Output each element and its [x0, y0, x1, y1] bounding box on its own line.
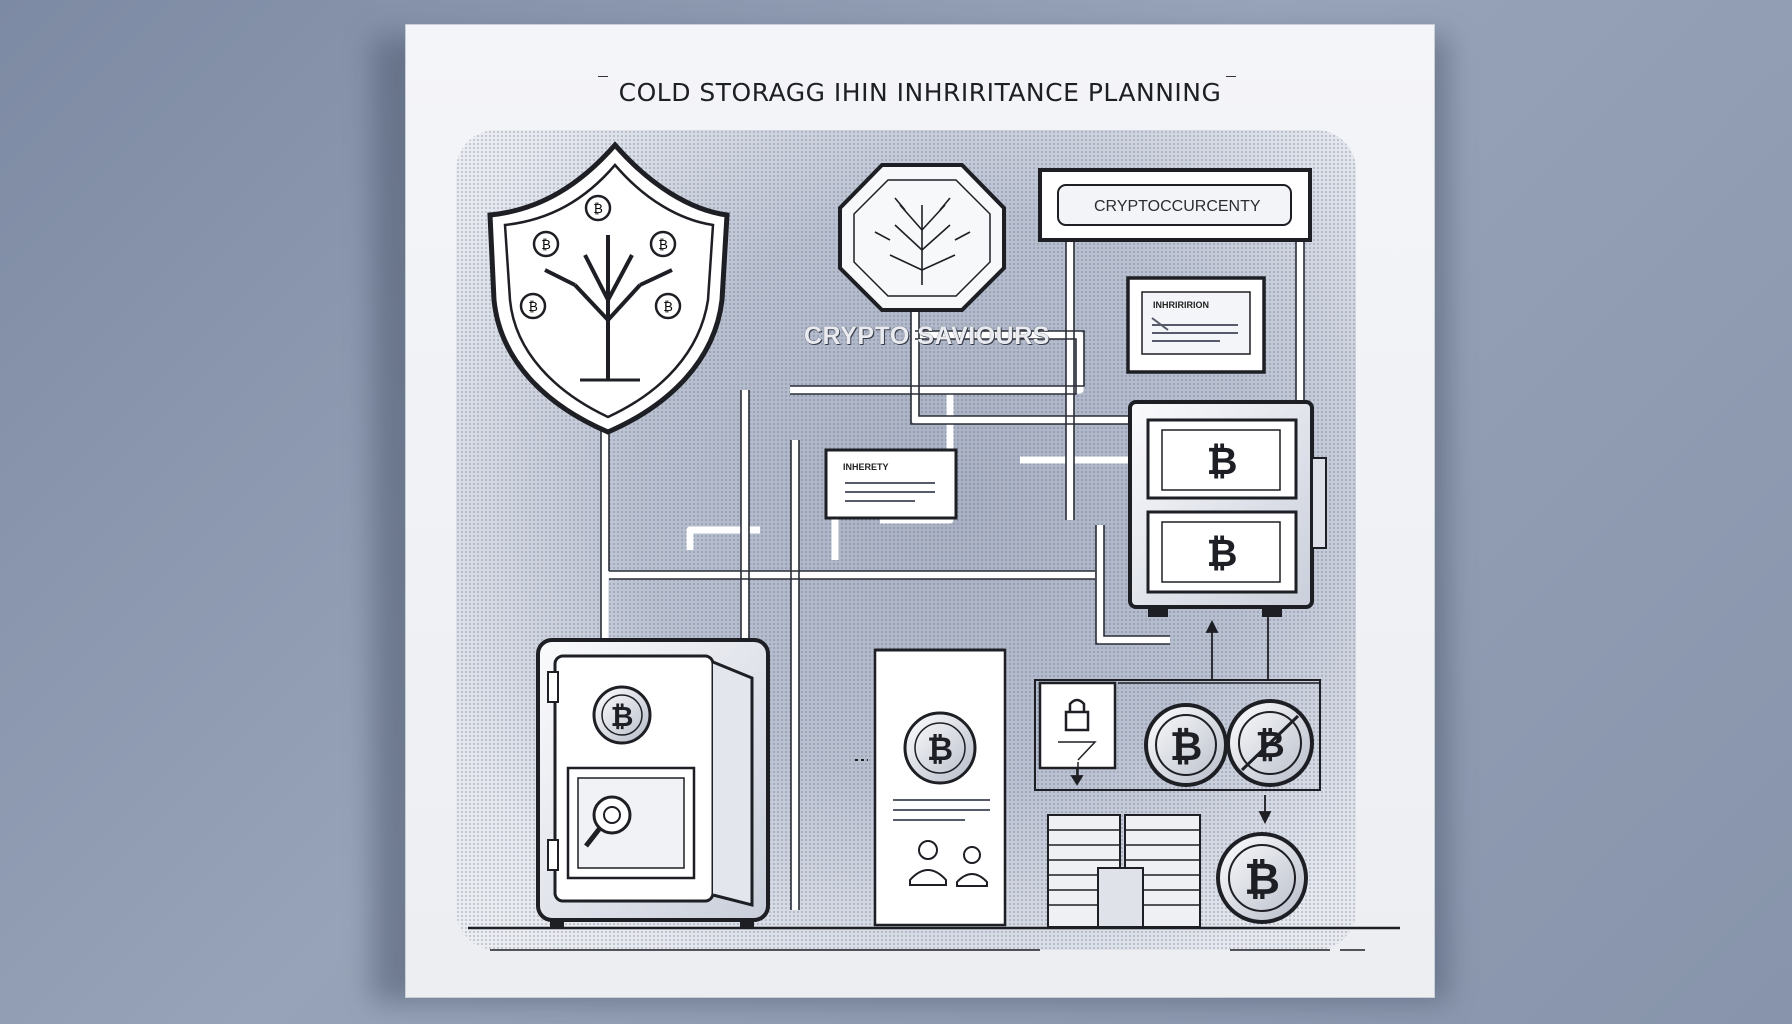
bitcoin-coin-bottom: ₿: [1216, 832, 1308, 924]
bitcoin-server: ₿ ₿: [1128, 400, 1327, 617]
bitcoin-icon: ₿: [1244, 854, 1280, 905]
arrows: [1070, 615, 1272, 825]
bitcoin-icon: ₿: [611, 700, 634, 733]
shield-tree-icon: ₿ ₿ ₿ ₿ ₿: [487, 141, 730, 435]
coin-symbol: ₿: [541, 238, 551, 253]
connector-lines: [601, 235, 1304, 910]
title-rule-right: [1226, 76, 1236, 77]
lock-coins-panel: ₿ ₿: [1034, 679, 1321, 791]
safe-icon: ₿: [536, 638, 770, 928]
coin-stack-icon: [1047, 814, 1201, 928]
bitcoin-icon: ₿: [1207, 439, 1238, 483]
document-top: [1126, 276, 1266, 374]
people-icon: [909, 840, 988, 887]
document-icon: ₿: [855, 648, 1007, 927]
bitcoin-icon: ₿: [1207, 531, 1238, 575]
crypto-saviours-label: CRYPTO SAVIOURS: [804, 322, 1050, 350]
coin-symbol: ₿: [663, 300, 673, 315]
document-middle: [824, 448, 958, 520]
document-top-label: INHRIRIRION: [1153, 300, 1209, 310]
page-title: COLD STORAGG IHIN INHRIRITANCE PLANNING: [618, 78, 1222, 107]
banner-box: [1038, 168, 1312, 242]
bitcoin-icon: ₿: [927, 730, 953, 768]
coin-symbol: ₿: [658, 238, 668, 253]
title-rule-left: [598, 76, 608, 77]
connector-outlines: [600, 235, 1305, 910]
lock-icon: [1064, 698, 1090, 732]
octagon-tree-icon: [838, 163, 1006, 312]
banner-label: CRYPTOCCURCENTY: [1094, 198, 1261, 215]
coin-symbol: ₿: [593, 202, 603, 217]
bitcoin-icon: ₿: [1170, 724, 1203, 770]
ground-line: [468, 926, 1400, 951]
coin-symbol: ₿: [528, 300, 538, 315]
document-middle-label: INHERETY: [843, 462, 889, 472]
